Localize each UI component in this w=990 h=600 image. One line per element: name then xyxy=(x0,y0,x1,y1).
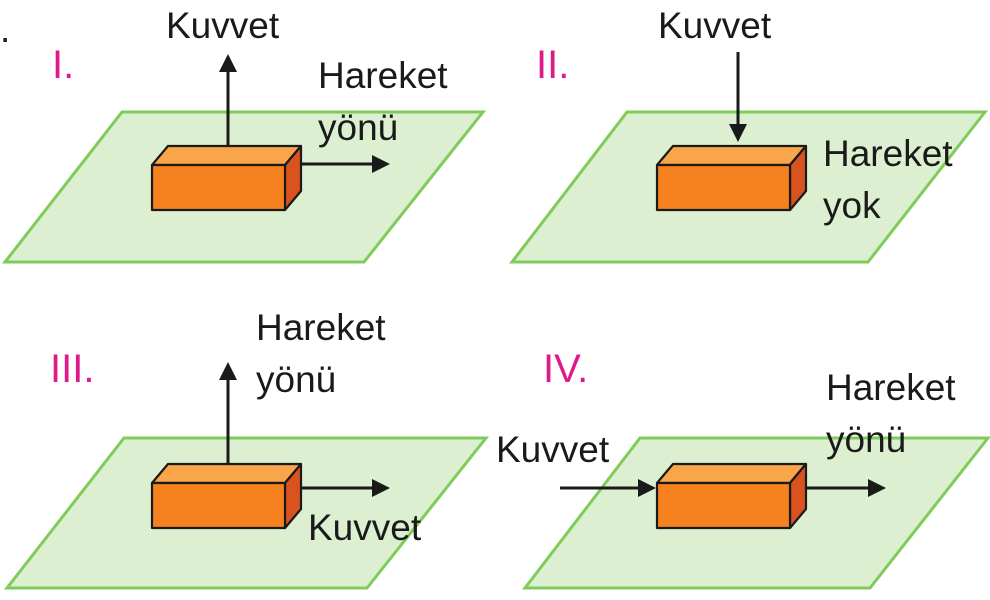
panel-3-motion-label-line1: Hareket xyxy=(256,307,386,348)
corner-mark: . xyxy=(0,9,10,50)
panel-3-motion-label-line2: yönü xyxy=(256,359,336,400)
panel-1: I. Kuvvet Hareket yönü xyxy=(1,5,487,264)
panel-2-numeral: II. xyxy=(536,43,569,87)
panel-3-force-arrow xyxy=(301,479,390,497)
panel-3-box xyxy=(150,462,303,530)
panel-4-numeral: IV. xyxy=(543,347,588,391)
panel-4-motion-label-line1: Hareket xyxy=(826,367,956,408)
panel-3: III. Hareket yönü Kuvvet xyxy=(3,307,490,590)
panel-4-force-label: Kuvvet xyxy=(496,429,610,470)
panel-2-force-label: Kuvvet xyxy=(658,5,772,46)
panel-1-motion-arrow xyxy=(301,155,390,173)
panel-2: II. Kuvvet Hareket yok xyxy=(508,5,989,264)
panel-2-motion-label-line1: Hareket xyxy=(823,133,953,174)
panel-3-numeral: III. xyxy=(50,347,94,391)
panel-1-force-arrow xyxy=(219,54,237,146)
panel-2-box xyxy=(655,144,808,212)
panel-1-numeral: I. xyxy=(52,43,74,87)
panel-3-motion-arrow xyxy=(219,362,237,464)
panel-4-box xyxy=(655,462,808,530)
panel-1-motion-label-line1: Hareket xyxy=(318,55,448,96)
panel-4: IV. Kuvvet Hareket yönü xyxy=(496,347,990,590)
panel-4-motion-label-line2: yönü xyxy=(826,419,906,460)
panel-4-force-arrow xyxy=(560,479,656,497)
panel-2-force-arrow xyxy=(729,52,747,142)
panel-4-motion-arrow xyxy=(806,479,886,497)
panel-2-motion-label-line2: yok xyxy=(823,185,881,226)
panel-3-force-label: Kuvvet xyxy=(308,507,422,548)
panel-1-box xyxy=(150,144,303,212)
panel-1-force-label: Kuvvet xyxy=(166,5,280,46)
panel-1-motion-label-line2: yönü xyxy=(318,107,398,148)
